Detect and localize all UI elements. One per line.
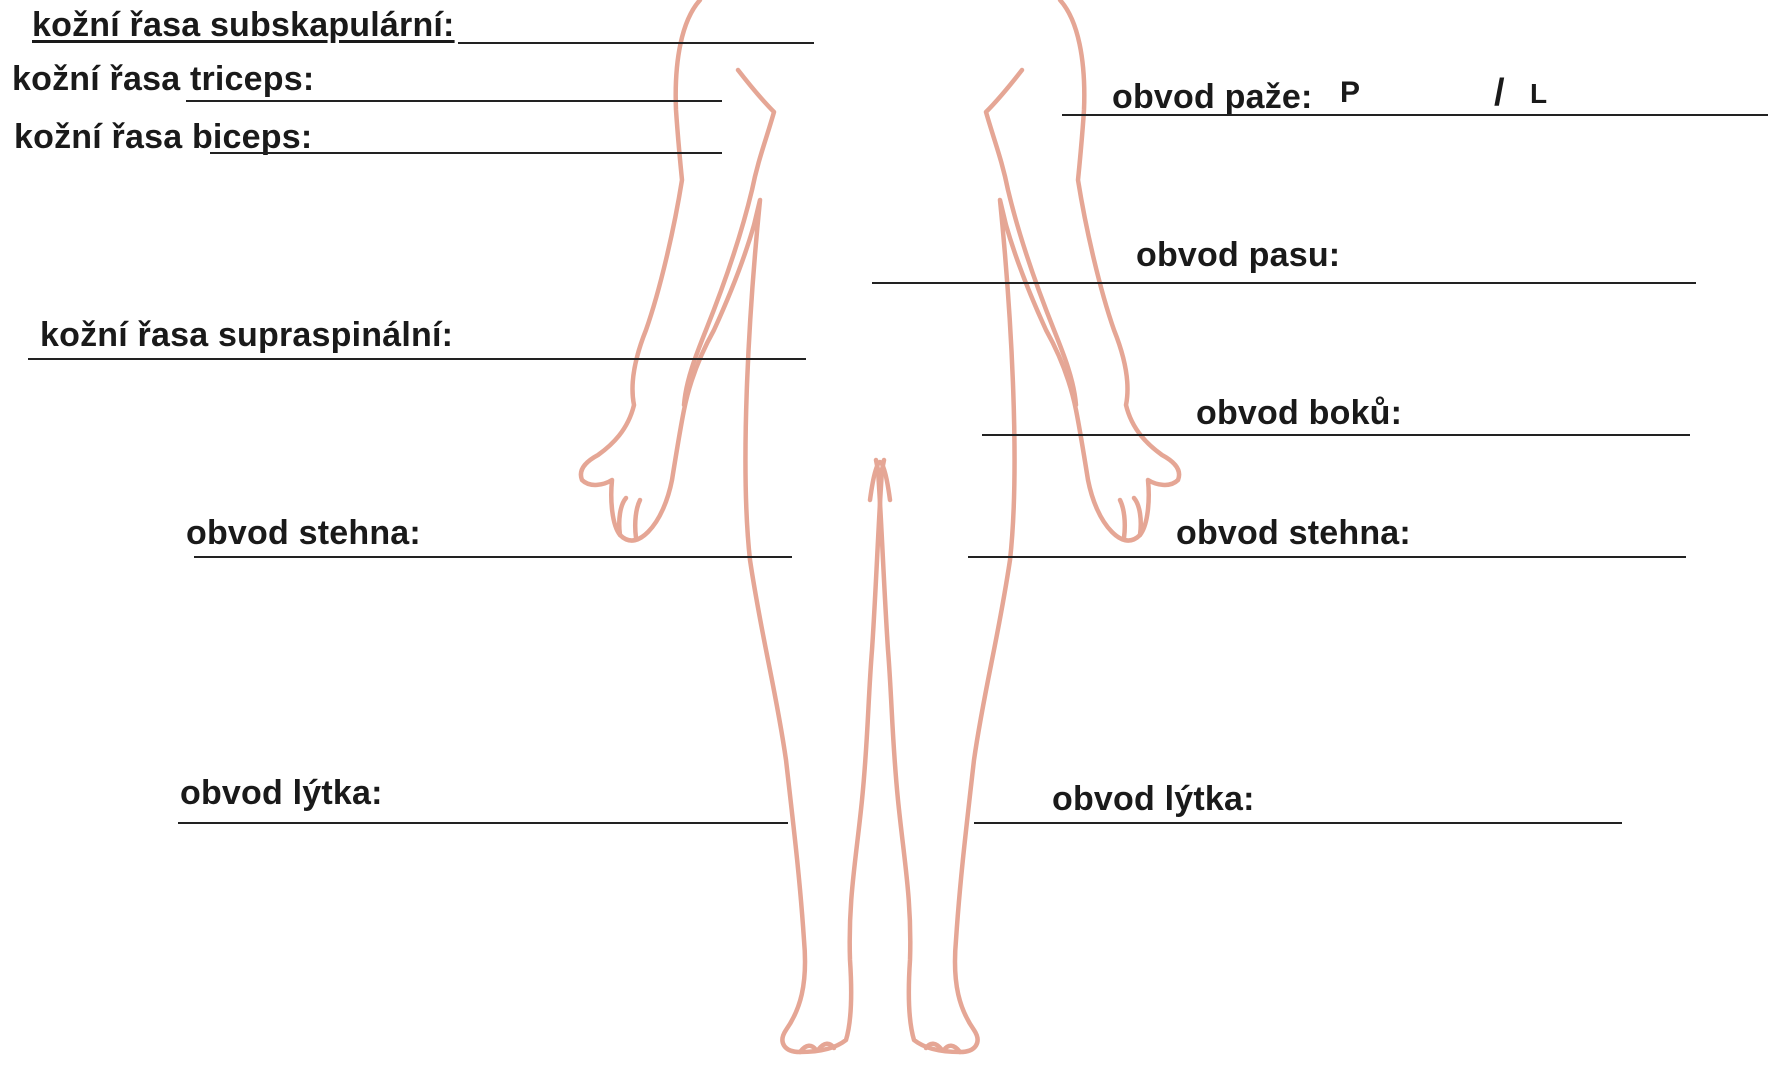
right-calf-circumference-label: obvod lýtka:: [1052, 782, 1255, 816]
right-calf-circumference-line[interactable]: [974, 822, 1622, 824]
waist-circumference-label: obvod pasu:: [1136, 238, 1340, 272]
waist-circumference-line[interactable]: [872, 282, 1696, 284]
right-arm-inner-outline: [986, 70, 1076, 405]
right-thigh-circumference-label: obvod stehna:: [1176, 516, 1411, 550]
arm-separator: /: [1494, 74, 1505, 112]
left-thigh-circumference-line[interactable]: [194, 556, 792, 558]
right-hand-fingers: [1120, 498, 1141, 538]
subscapular-skinfold-label: kožní řasa subskapulární:: [32, 8, 455, 42]
triceps-skinfold-label: kožní řasa triceps:: [12, 62, 314, 96]
arm-circumference-label: obvod paže:: [1112, 80, 1313, 114]
body-right-outline: [876, 0, 1179, 1052]
hip-circumference-label: obvod boků:: [1196, 396, 1402, 430]
biceps-skinfold-label: kožní řasa biceps:: [14, 120, 312, 154]
biceps-skinfold-line[interactable]: [210, 152, 722, 154]
left-hand-fingers: [619, 498, 640, 538]
hip-circumference-line[interactable]: [982, 434, 1690, 436]
arm-left-marker: L: [1530, 80, 1547, 108]
triceps-skinfold-line[interactable]: [186, 100, 722, 102]
body-left-outline: [581, 0, 884, 1052]
supraspinal-skinfold-line[interactable]: [28, 358, 806, 360]
right-thigh-circumference-line[interactable]: [968, 556, 1686, 558]
left-arm-inner-outline: [684, 70, 774, 405]
supraspinal-skinfold-label: kožní řasa supraspinální:: [40, 318, 453, 352]
left-calf-circumference-line[interactable]: [178, 822, 788, 824]
arm-right-marker: P: [1340, 78, 1360, 108]
subscapular-skinfold-line[interactable]: [458, 42, 814, 44]
left-thigh-circumference-label: obvod stehna:: [186, 516, 421, 550]
left-calf-circumference-label: obvod lýtka:: [180, 776, 383, 810]
arm-circumference-line[interactable]: [1062, 114, 1768, 116]
